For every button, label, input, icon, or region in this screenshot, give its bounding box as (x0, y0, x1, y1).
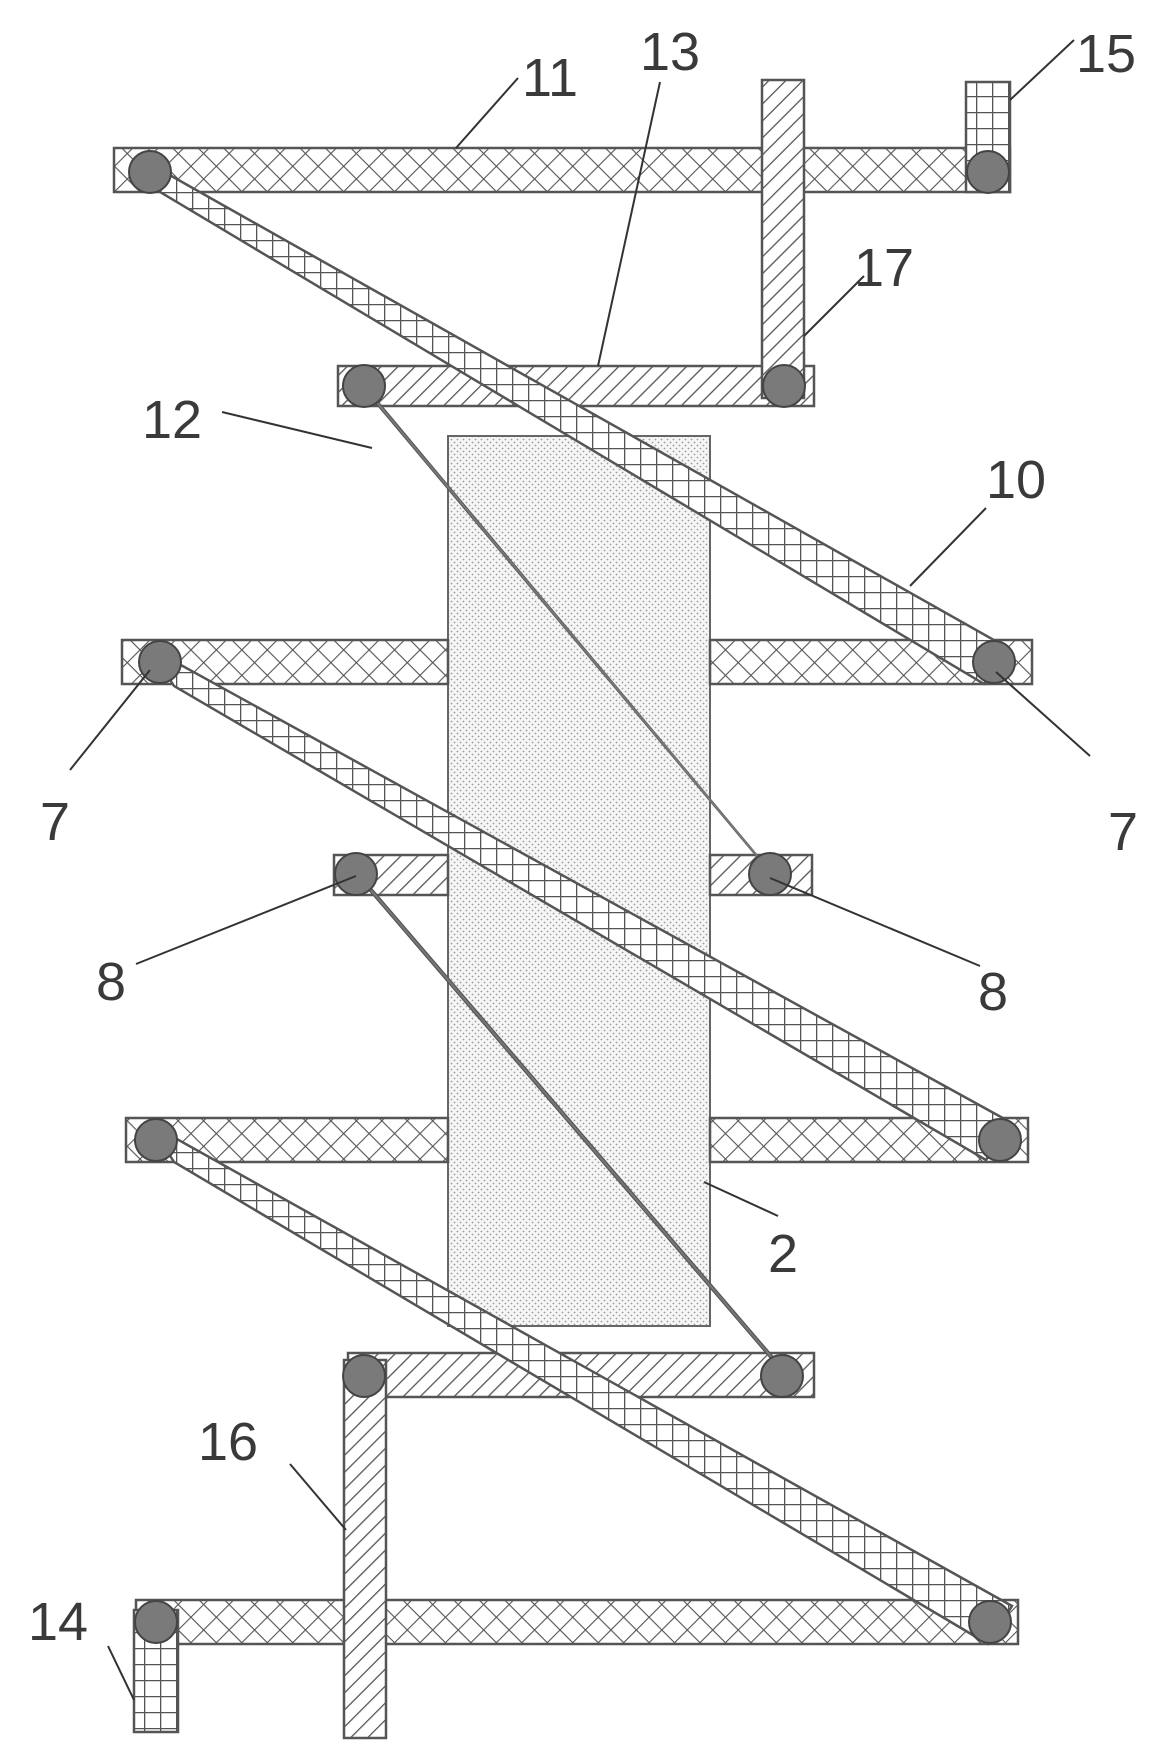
pivot-8-right (748, 852, 792, 896)
label-7-right: 7 (1108, 802, 1138, 862)
pivot-16 (342, 1354, 386, 1398)
label-17: 17 (854, 238, 914, 298)
label-16: 16 (198, 1412, 258, 1472)
pivot-14 (134, 1600, 178, 1644)
label-12: 12 (142, 390, 202, 450)
pivot-top-left (128, 150, 172, 194)
bar-bottom (134, 1598, 1020, 1646)
bar-top-11 (112, 146, 1012, 194)
pivot-13-left (342, 364, 386, 408)
label-7-left: 7 (40, 792, 70, 852)
pivot-13-right (762, 364, 806, 408)
pivot-mid2-left (134, 1118, 178, 1162)
pivot-8-left (334, 852, 378, 896)
leader-lines (69, 39, 1091, 1701)
label-14: 14 (28, 1592, 88, 1652)
label-13: 13 (640, 22, 700, 82)
label-8-right: 8 (978, 962, 1008, 1022)
diagonal-grid-links (134, 154, 1014, 1646)
pivot-joints (128, 150, 1022, 1644)
label-15: 15 (1076, 24, 1136, 84)
pivot-7-right (972, 640, 1016, 684)
pivot-top-right (966, 150, 1010, 194)
label-2: 2 (768, 1224, 798, 1284)
central-block (447, 435, 711, 1327)
pivot-7-left (138, 640, 182, 684)
pivot-bottom-right (968, 1600, 1012, 1644)
post-17 (760, 78, 806, 400)
label-11: 11 (522, 48, 578, 108)
labels: 11 13 15 17 12 10 7 7 8 8 2 16 14 (28, 22, 1138, 1652)
label-8-left: 8 (96, 952, 126, 1012)
plate-13 (336, 364, 816, 408)
post-16 (342, 1358, 388, 1740)
pivot-bottom-right-plate (760, 1354, 804, 1398)
pivot-mid2-right (978, 1118, 1022, 1162)
label-10: 10 (986, 450, 1046, 510)
vertical-posts (342, 78, 806, 1740)
